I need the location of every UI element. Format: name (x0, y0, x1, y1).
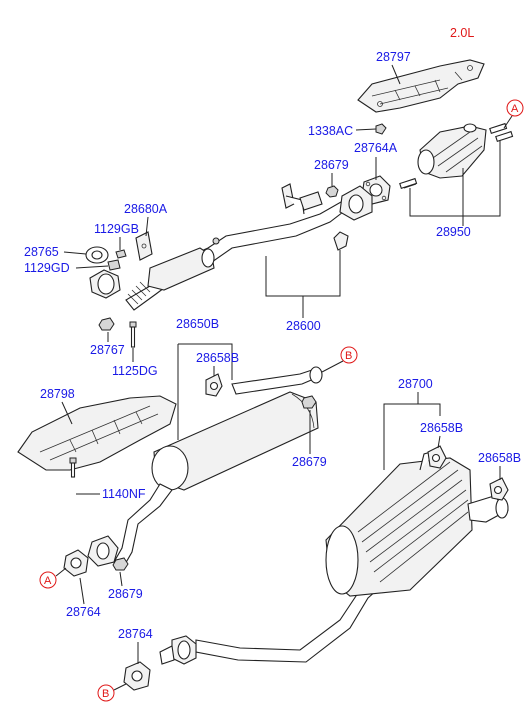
label-1125DG: 1125DG (112, 364, 158, 378)
hanger-28658B-r2[interactable] (489, 477, 509, 501)
label-28950: 28950 (436, 225, 471, 239)
bolt-1129GB[interactable] (115, 249, 127, 259)
label-1129GB: 1129GB (94, 222, 139, 236)
bracket-28680A[interactable] (135, 231, 153, 261)
label-28764-left: 28764 (66, 605, 101, 619)
gasket-28765[interactable] (85, 246, 109, 264)
label-28798: 28798 (40, 387, 75, 401)
label-28765: 28765 (24, 245, 59, 259)
gasket-28764-bottom[interactable] (123, 661, 151, 691)
svg-text:B: B (102, 688, 109, 700)
label-28650B: 28650B (176, 317, 219, 331)
label-28600: 28600 (286, 319, 321, 333)
callout-A-top[interactable]: A (506, 99, 524, 117)
label-28679-top: 28679 (314, 158, 349, 172)
label-28767: 28767 (90, 343, 125, 357)
engine-label: 2.0L (450, 26, 474, 40)
label-28764A: 28764A (354, 141, 398, 155)
nut-28767[interactable] (98, 317, 115, 331)
front-pipe[interactable] (89, 183, 373, 311)
label-28658B-r1: 28658B (420, 421, 463, 435)
bolt-1125DG[interactable] (129, 321, 137, 348)
label-28679-mid: 28679 (292, 455, 327, 469)
callout-B-mid[interactable]: B (340, 346, 358, 364)
hanger-28658B-mid[interactable] (205, 373, 223, 397)
hanger-28658B-r1[interactable] (427, 445, 447, 469)
label-1129GD: 1129GD (24, 261, 70, 275)
label-1338AC: 1338AC (308, 124, 353, 138)
label-28679-low: 28679 (108, 587, 143, 601)
bolt-28679-top[interactable] (325, 185, 339, 198)
heat-shield-upper[interactable] (357, 59, 485, 113)
heat-shield-lower[interactable] (17, 395, 177, 471)
label-28658B-mid: 28658B (196, 351, 239, 365)
callout-B-bottom[interactable]: B (97, 684, 115, 702)
label-28658B-r2: 28658B (478, 451, 521, 465)
rear-muffler[interactable] (159, 449, 509, 665)
bolt-1129GD[interactable] (107, 259, 121, 271)
nut-1338AC[interactable] (375, 123, 387, 135)
label-28764-bottom: 28764 (118, 627, 153, 641)
nut-28679-low[interactable] (112, 557, 129, 571)
svg-text:A: A (511, 103, 519, 115)
callout-A-left[interactable]: A (39, 571, 57, 589)
bolt-1140NF[interactable] (69, 457, 77, 478)
label-28797: 28797 (376, 50, 411, 64)
svg-text:A: A (44, 575, 52, 587)
label-1140NF: 1140NF (102, 487, 146, 501)
label-28680A: 28680A (124, 202, 168, 216)
gasket-28764-left[interactable] (63, 549, 89, 577)
label-28700: 28700 (398, 377, 433, 391)
bolt-28679-mid[interactable] (301, 395, 317, 409)
catalytic-converter[interactable] (399, 122, 514, 190)
center-muffler[interactable] (87, 366, 323, 567)
svg-text:B: B (345, 350, 352, 362)
